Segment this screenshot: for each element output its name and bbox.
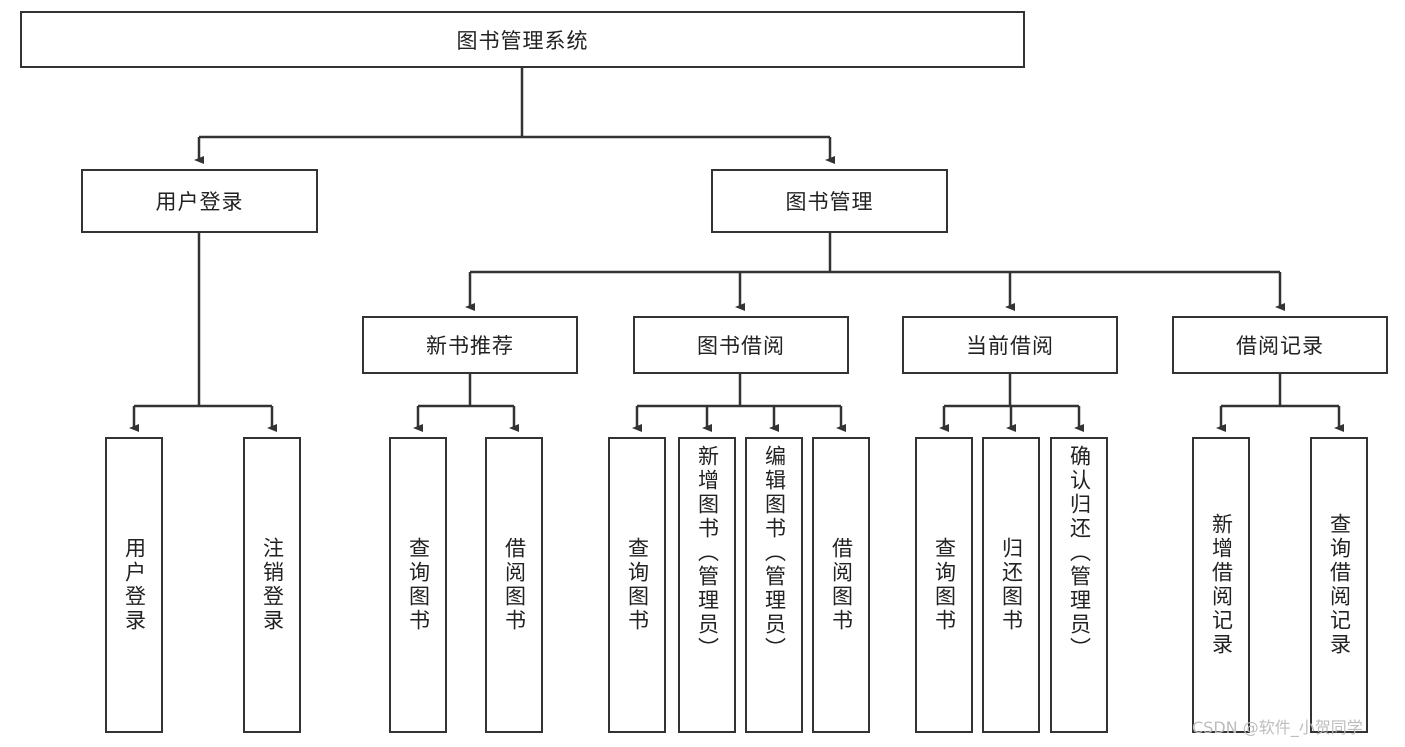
node-book-manage[interactable]: 图书管理 — [711, 169, 948, 233]
node-leaf-edit-book-label: 编辑图书（管理员） — [762, 445, 787, 661]
node-user-login-label: 用户登录 — [155, 190, 244, 214]
edge-newbook-to-leaves — [413, 374, 519, 432]
edge-bookborrow-to-leaves — [632, 374, 846, 432]
node-borrow-record[interactable]: 借阅记录 — [1172, 316, 1388, 374]
node-leaf-edit-book[interactable]: 编辑图书（管理员） — [745, 437, 803, 733]
node-leaf-add-record[interactable]: 新增借阅记录 — [1192, 437, 1250, 733]
node-user-login[interactable]: 用户登录 — [81, 169, 318, 233]
node-leaf-add-record-label: 新增借阅记录 — [1209, 513, 1234, 657]
edge-root-to-level2 — [194, 68, 835, 164]
node-leaf-user-login-label: 用户登录 — [122, 537, 147, 633]
node-current-borrow[interactable]: 当前借阅 — [902, 316, 1118, 374]
node-new-book-recommend[interactable]: 新书推荐 — [362, 316, 578, 374]
node-root[interactable]: 图书管理系统 — [20, 11, 1025, 68]
node-leaf-query-book-1[interactable]: 查询图书 — [389, 437, 447, 733]
node-leaf-confirm-return[interactable]: 确认归还（管理员） — [1050, 437, 1108, 733]
node-current-borrow-label: 当前借阅 — [966, 334, 1054, 358]
node-leaf-borrow-book-1[interactable]: 借阅图书 — [485, 437, 543, 733]
node-book-borrow-label: 图书借阅 — [697, 334, 785, 358]
node-borrow-record-label: 借阅记录 — [1236, 334, 1324, 358]
node-book-borrow[interactable]: 图书借阅 — [633, 316, 849, 374]
edge-bookmanage-to-level3 — [465, 233, 1285, 311]
node-leaf-query-book-1-label: 查询图书 — [406, 537, 431, 633]
edge-currentborrow-to-leaves — [939, 374, 1084, 432]
node-leaf-add-book-label: 新增图书（管理员） — [695, 445, 720, 661]
node-leaf-query-book-2-label: 查询图书 — [625, 537, 650, 633]
node-leaf-query-book-3-label: 查询图书 — [932, 537, 957, 633]
node-leaf-return-book-label: 归还图书 — [999, 537, 1024, 633]
node-root-label: 图书管理系统 — [456, 28, 589, 53]
node-leaf-query-book-3[interactable]: 查询图书 — [915, 437, 973, 733]
node-leaf-query-record-label: 查询借阅记录 — [1327, 513, 1352, 657]
node-leaf-user-logout-label: 注销登录 — [260, 537, 285, 633]
watermark-text: CSDN @软件_小贺同学 — [1192, 718, 1363, 737]
node-book-manage-label: 图书管理 — [785, 190, 874, 214]
node-leaf-borrow-book-2-label: 借阅图书 — [829, 537, 854, 633]
edge-userlogin-to-leaves — [129, 233, 277, 432]
node-leaf-borrow-book-2[interactable]: 借阅图书 — [812, 437, 870, 733]
node-leaf-user-login[interactable]: 用户登录 — [105, 437, 163, 733]
node-leaf-borrow-book-1-label: 借阅图书 — [502, 537, 527, 633]
edge-borrowrecord-to-leaves — [1216, 374, 1344, 432]
node-new-book-recommend-label: 新书推荐 — [426, 334, 514, 358]
node-leaf-confirm-return-label: 确认归还（管理员） — [1067, 445, 1092, 661]
node-leaf-add-book[interactable]: 新增图书（管理员） — [678, 437, 736, 733]
node-leaf-query-record[interactable]: 查询借阅记录 — [1310, 437, 1368, 733]
node-leaf-user-logout[interactable]: 注销登录 — [243, 437, 301, 733]
node-leaf-return-book[interactable]: 归还图书 — [982, 437, 1040, 733]
node-leaf-query-book-2[interactable]: 查询图书 — [608, 437, 666, 733]
